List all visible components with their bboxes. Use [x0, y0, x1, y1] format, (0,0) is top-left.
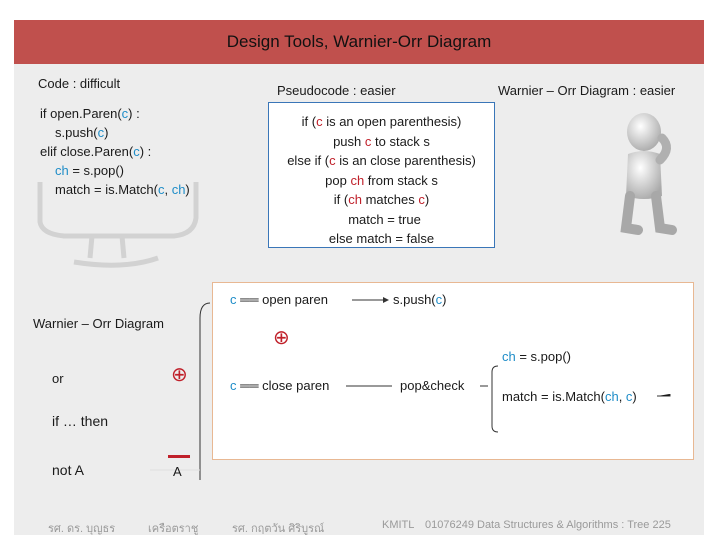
legend-title: Warnier – Orr Diagram: [33, 316, 164, 331]
pseudo-line: else if (c is an close parenthesis): [287, 153, 476, 168]
pseudo-line: match = true: [348, 211, 421, 227]
warnier-orr-label: Warnier – Orr Diagram : easier: [498, 83, 676, 98]
pseudocode-label: Pseudocode : easier: [277, 83, 396, 98]
legend-not-symbol: A: [173, 464, 182, 479]
legend-not-label: not A: [52, 462, 84, 478]
footer-author-1-surname: เครือตราชู: [148, 523, 199, 535]
code-line: s.push(c): [55, 125, 109, 140]
legend-if-then-label: if … then: [52, 413, 109, 429]
not-bar: [168, 455, 190, 458]
legend-xor-symbol: ⊕: [171, 364, 188, 386]
code-line: elif close.Paren(c) :: [40, 144, 152, 159]
monitor-sketch-icon: [37, 182, 199, 268]
node-open-paren: c ══ open paren: [230, 292, 328, 307]
code-line: if open.Paren(c) :: [40, 106, 140, 121]
code-snippet: if open.Paren(c) : s.push(c) elif close.…: [40, 104, 190, 199]
node-pop-check: pop&check: [400, 378, 465, 393]
code-label: Code : difficult: [38, 76, 121, 91]
node-match: match = is.Match(ch, c): [502, 389, 637, 404]
pseudocode-box: if (c is an open parenthesis) push c to …: [268, 102, 495, 248]
footer-author-1: รศ. ดร. บุญธร: [48, 523, 116, 535]
xor-symbol: ⊕: [273, 327, 290, 349]
footer-course: 01076249 Data Structures & Algorithms : …: [425, 519, 671, 531]
pseudo-line: pop ch from stack s: [325, 172, 438, 188]
node-push-action: s.push(c): [393, 292, 447, 307]
pseudo-line: push c to stack s: [333, 133, 430, 149]
slide-title: Design Tools, Warnier-Orr Diagram: [14, 20, 704, 64]
thinker-figure-icon: [620, 113, 677, 235]
code-line: match = is.Match(c, ch): [55, 182, 190, 197]
node-pop: ch = s.pop(): [502, 349, 572, 364]
pseudo-line: else match = false: [328, 231, 435, 246]
legend-or-label: or: [52, 371, 64, 386]
footer-institution: KMITL: [382, 519, 415, 531]
warnier-orr-diagram-box: [212, 282, 694, 460]
node-close-paren: c ══ close paren: [230, 378, 330, 393]
footer-author-2: รศ. กฤตวัน ศิริบูรณ์: [232, 523, 325, 535]
pseudo-line: if (ch matches c): [333, 192, 430, 207]
code-line: ch = s.pop(): [55, 163, 125, 178]
pseudo-line: if (c is an open parenthesis): [301, 114, 462, 129]
